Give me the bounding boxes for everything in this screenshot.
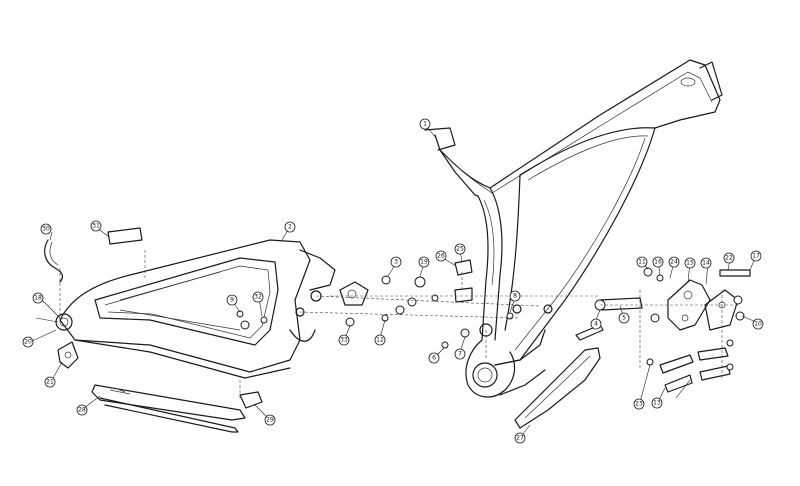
callout-12: 12 — [374, 334, 386, 346]
callout-15: 15 — [684, 257, 696, 269]
frame-label — [107, 227, 143, 245]
svg-text:23: 23 — [635, 401, 643, 408]
motor-guard — [514, 347, 601, 429]
svg-text:17: 17 — [752, 253, 760, 260]
callout-33: 33 — [338, 334, 350, 346]
svg-text:12: 12 — [376, 337, 384, 344]
svg-text:31: 31 — [92, 223, 100, 230]
derailleur-hanger — [57, 341, 79, 369]
callout-27: 27 — [514, 432, 526, 444]
svg-text:30: 30 — [42, 226, 50, 233]
rocker-link — [575, 267, 751, 341]
callout-21: 21 — [44, 376, 56, 388]
callout-19: 19 — [418, 256, 430, 268]
svg-text:29: 29 — [266, 417, 274, 424]
callout-18: 18 — [32, 292, 44, 304]
svg-text:8: 8 — [513, 293, 517, 300]
callout-16: 16 — [652, 256, 664, 268]
callout-11: 11 — [636, 256, 648, 268]
leader-lines — [29, 127, 757, 436]
svg-text:9: 9 — [230, 297, 234, 304]
svg-text:4: 4 — [594, 321, 598, 328]
callout-32: 32 — [252, 291, 264, 303]
svg-text:11: 11 — [638, 259, 646, 266]
svg-text:28: 28 — [78, 407, 86, 414]
svg-text:5: 5 — [622, 315, 626, 322]
callout-30: 30 — [40, 223, 52, 235]
link-plates — [646, 339, 734, 393]
callout-6: 6 — [428, 352, 440, 364]
callout-14: 14 — [700, 257, 712, 269]
svg-text:3: 3 — [394, 259, 398, 266]
callout-26: 26 — [435, 250, 447, 262]
svg-text:6: 6 — [432, 355, 436, 362]
center-hardware — [236, 259, 514, 349]
cover-plate — [239, 391, 263, 409]
svg-text:1: 1 — [423, 121, 427, 128]
svg-text:14: 14 — [702, 260, 710, 267]
svg-text:26: 26 — [437, 253, 445, 260]
callout-4: 4 — [590, 318, 602, 330]
callout-28: 28 — [76, 404, 88, 416]
callout-17: 17 — [750, 250, 762, 262]
callout-2: 2 — [284, 221, 296, 233]
callout-22: 22 — [723, 252, 735, 264]
cable-guide — [44, 239, 64, 283]
callout-23: 23 — [633, 398, 645, 410]
svg-text:18: 18 — [34, 295, 42, 302]
callout-24: 24 — [668, 256, 680, 268]
callout-29: 29 — [264, 414, 276, 426]
svg-text:20: 20 — [24, 339, 32, 346]
svg-text:13: 13 — [653, 400, 661, 407]
callout-5: 5 — [618, 312, 630, 324]
svg-text:22: 22 — [725, 255, 733, 262]
callout-7: 7 — [454, 348, 466, 360]
svg-text:21: 21 — [46, 379, 54, 386]
svg-text:10: 10 — [754, 321, 762, 328]
svg-text:32: 32 — [254, 294, 262, 301]
callout-8: 8 — [509, 290, 521, 302]
callout-1: 1 — [419, 118, 431, 130]
assembly-lines — [59, 250, 740, 400]
callout-9: 9 — [226, 294, 238, 306]
svg-text:33: 33 — [340, 337, 348, 344]
svg-text:16: 16 — [654, 259, 662, 266]
callout-20: 20 — [22, 336, 34, 348]
svg-text:7: 7 — [458, 351, 462, 358]
svg-text:24: 24 — [670, 259, 678, 266]
main-frame — [424, 59, 723, 398]
callout-25: 25 — [454, 243, 466, 255]
svg-text:25: 25 — [456, 246, 464, 253]
svg-text:2: 2 — [288, 224, 292, 231]
svg-text:27: 27 — [516, 435, 524, 442]
svg-text:19: 19 — [420, 259, 428, 266]
callout-10: 10 — [752, 318, 764, 330]
callout-3: 3 — [390, 256, 402, 268]
callout-31: 31 — [90, 220, 102, 232]
rear-triangle — [55, 239, 336, 379]
chainstay-protector — [91, 384, 246, 433]
callout-13: 13 — [651, 397, 663, 409]
svg-text:15: 15 — [686, 260, 694, 267]
